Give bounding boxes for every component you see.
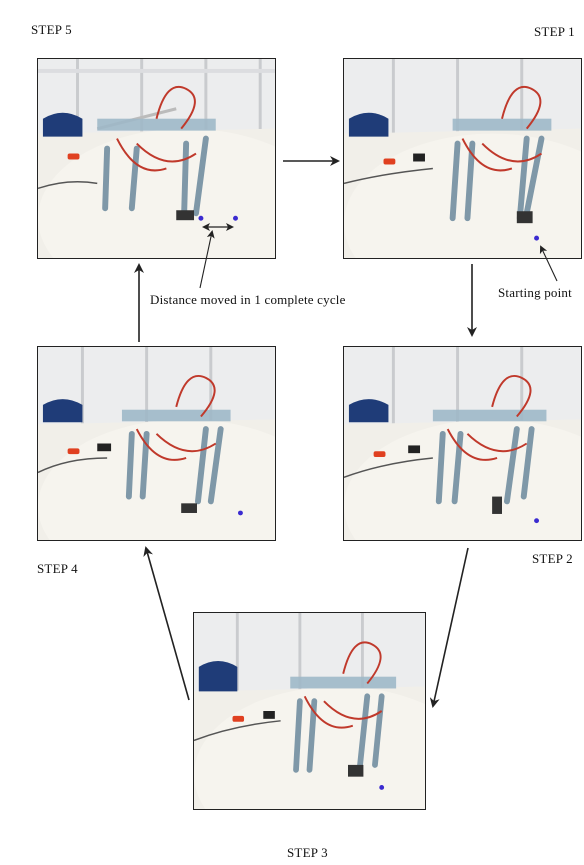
distance-annotation: Distance moved in 1 complete cycle — [150, 292, 346, 307]
step1-photo — [343, 58, 582, 259]
step2-photo — [343, 346, 582, 541]
distance-pointer — [199, 230, 215, 289]
step2-label: STEP 2 — [532, 551, 573, 566]
step4-label: STEP 4 — [37, 561, 78, 576]
step1-label: STEP 1 — [534, 24, 575, 39]
step5-label: STEP 5 — [31, 22, 72, 37]
starting-point-annotation: Starting point — [498, 285, 572, 300]
step3-label: STEP 3 — [287, 845, 328, 860]
step3-photo — [193, 612, 426, 810]
arrow-step3-to-step4 — [143, 546, 190, 701]
step4-photo — [37, 346, 276, 541]
arrow-step2-to-step3 — [429, 547, 469, 708]
starting-point-pointer — [539, 245, 558, 282]
step5-photo — [37, 58, 276, 259]
